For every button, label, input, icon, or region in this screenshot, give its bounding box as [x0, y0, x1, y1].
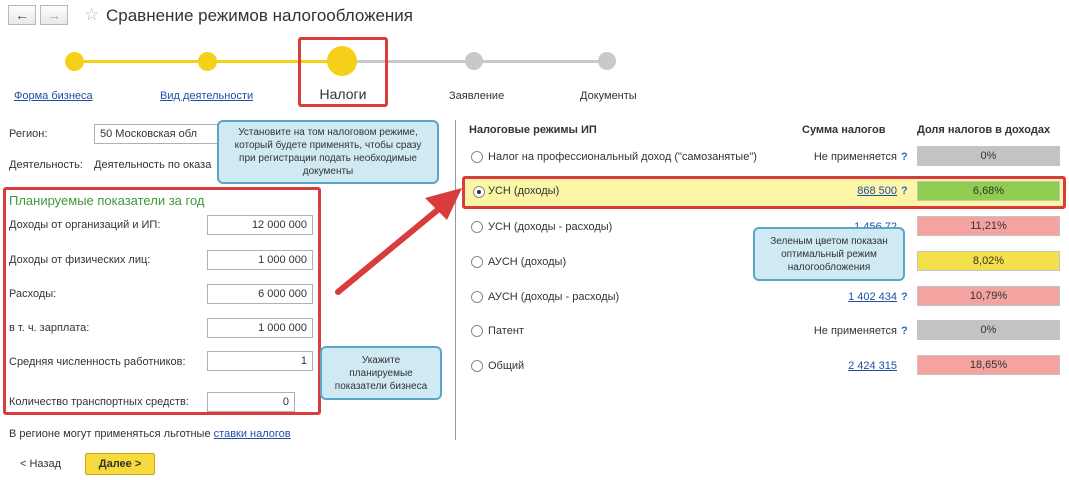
- col-share-header: Доля налогов в доходах: [917, 124, 1051, 136]
- step-dot-activity[interactable]: [198, 52, 217, 71]
- footer-note-text: В регионе могут применяться льготные: [9, 428, 211, 440]
- regime-radio[interactable]: [471, 221, 483, 233]
- regime-radio[interactable]: [471, 325, 483, 337]
- share-cell: 18,65%: [917, 355, 1060, 375]
- regime-name: Патент: [488, 325, 524, 337]
- regime-sum: Не применяется: [813, 151, 897, 163]
- region-label: Регион:: [9, 128, 48, 140]
- regime-radio[interactable]: [471, 291, 483, 303]
- regime-radio[interactable]: [471, 256, 483, 268]
- activity-value[interactable]: Деятельность по оказа: [94, 159, 212, 171]
- employees-label: Средняя численность работников:: [9, 356, 186, 368]
- step-dot-taxes: [327, 46, 357, 76]
- step-documents-label: Документы: [580, 90, 637, 102]
- col-regime-header: Налоговые режимы ИП: [469, 124, 597, 136]
- regime-name: Общий: [488, 360, 525, 372]
- region-field[interactable]: 50 Московская обл: [94, 124, 224, 144]
- regime-radio[interactable]: [471, 151, 483, 163]
- step-dot-application: [465, 52, 483, 70]
- share-cell: 6,68%: [917, 181, 1060, 201]
- tax-rates-link[interactable]: ставки налогов: [213, 428, 291, 440]
- regime-sum[interactable]: 868 500: [857, 185, 897, 197]
- income-orgs-label: Доходы от организаций и ИП:: [9, 219, 161, 231]
- planned-section-title: Планируемые показатели за год: [9, 193, 205, 208]
- regime-radio[interactable]: [473, 186, 485, 198]
- share-cell: 10,79%: [917, 286, 1060, 306]
- vehicles-input[interactable]: 0: [207, 392, 295, 412]
- help-icon[interactable]: ?: [901, 291, 908, 303]
- share-cell: 8,02%: [917, 251, 1060, 271]
- step-dot-documents: [598, 52, 616, 70]
- expenses-label: Расходы:: [9, 288, 57, 300]
- step-application-label: Заявление: [449, 90, 505, 102]
- panel-divider: [455, 120, 456, 440]
- regime-name: АУСН (доходы): [488, 256, 567, 268]
- callout-specify-indicators: Укажите планируемые показатели бизнеса: [320, 346, 442, 400]
- step-business-form-link[interactable]: Форма бизнеса: [14, 90, 93, 102]
- planned-section-highlight: [3, 187, 321, 415]
- income-persons-input[interactable]: 1 000 000: [207, 250, 313, 270]
- income-persons-label: Доходы от физических лиц:: [9, 254, 151, 266]
- favorite-star-icon[interactable]: ☆: [84, 5, 100, 24]
- salary-label: в т. ч. зарплата:: [9, 322, 90, 334]
- share-cell: 11,21%: [917, 216, 1060, 236]
- income-orgs-input[interactable]: 12 000 000: [207, 215, 313, 235]
- back-button[interactable]: < Назад: [20, 458, 61, 470]
- forward-nav-button[interactable]: →: [40, 5, 68, 25]
- activity-label: Деятельность:: [9, 159, 83, 171]
- expenses-input[interactable]: 6 000 000: [207, 284, 313, 304]
- step-activity-link[interactable]: Вид деятельности: [160, 90, 254, 102]
- help-icon[interactable]: ?: [901, 185, 908, 197]
- back-nav-button[interactable]: ←: [8, 5, 36, 25]
- selected-row-highlight: [462, 176, 1066, 209]
- vehicles-label: Количество транспортных средств:: [9, 396, 189, 408]
- help-icon[interactable]: ?: [901, 325, 908, 337]
- footer-note: В регионе могут применяться льготные ста…: [9, 428, 291, 440]
- share-cell: 0%: [917, 146, 1060, 166]
- salary-input[interactable]: 1 000 000: [207, 318, 313, 338]
- regime-name: АУСН (доходы - расходы): [488, 291, 620, 303]
- regime-name: УСН (доходы): [488, 185, 560, 197]
- current-step-highlight: [298, 37, 388, 107]
- regime-radio[interactable]: [471, 360, 483, 372]
- share-cell: 0%: [917, 320, 1060, 340]
- step-dot-business-form[interactable]: [65, 52, 84, 71]
- regime-sum[interactable]: 2 424 315: [848, 360, 897, 372]
- arrow-right-icon: →: [47, 7, 61, 23]
- regime-name: Налог на профессиональный доход ("самоза…: [488, 151, 757, 163]
- regime-sum: Не применяется: [813, 325, 897, 337]
- callout-green-optimal: Зеленым цветом показан оптимальный режим…: [753, 227, 905, 281]
- regime-name: УСН (доходы - расходы): [488, 221, 613, 233]
- help-icon[interactable]: ?: [901, 151, 908, 163]
- col-sum-header: Сумма налогов: [802, 124, 886, 136]
- next-button[interactable]: Далее >: [85, 453, 155, 475]
- callout-choose-regime: Установите на том налоговом режиме, кото…: [217, 120, 439, 184]
- window-title: Сравнение режимов налогообложения: [106, 6, 414, 25]
- regime-sum[interactable]: 1 402 434: [848, 291, 897, 303]
- step-taxes-label: Налоги: [319, 86, 367, 102]
- employees-input[interactable]: 1: [207, 351, 313, 371]
- arrow-left-icon: ←: [15, 7, 29, 23]
